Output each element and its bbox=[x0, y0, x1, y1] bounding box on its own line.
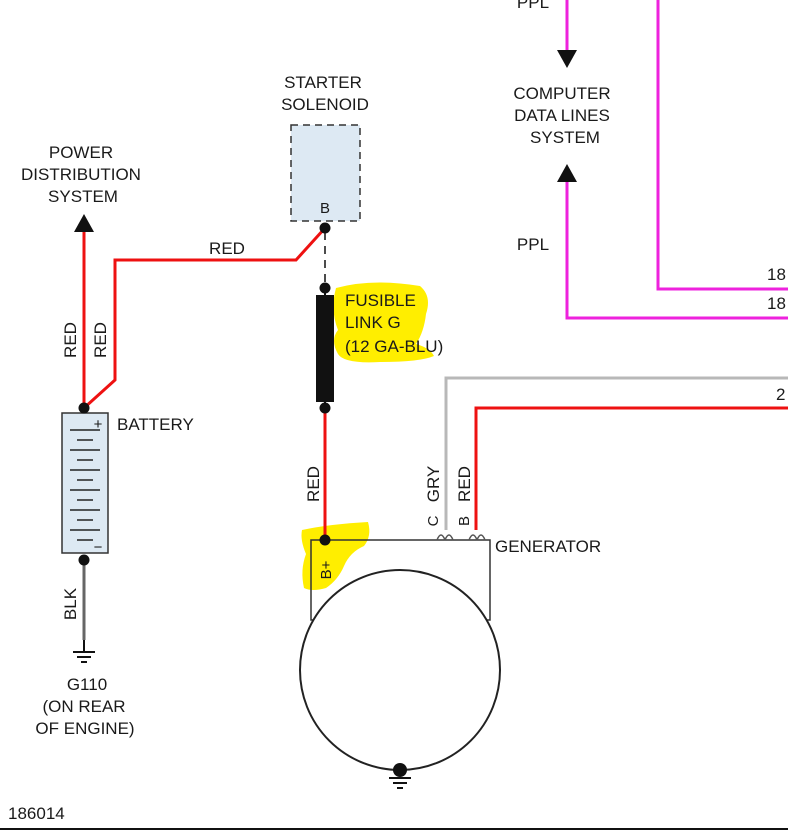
red-vert-1-label: RED bbox=[61, 322, 80, 358]
generator-ground-icon bbox=[389, 763, 411, 789]
red-to-generator-label: RED bbox=[304, 466, 323, 502]
wire-18-a-label: 18 bbox=[767, 265, 786, 284]
terminal-b-label: B bbox=[456, 516, 473, 526]
power-label-2: DISTRIBUTION bbox=[21, 165, 141, 184]
top-ppl-label: PPL bbox=[517, 0, 549, 12]
generator-symbol bbox=[299, 534, 501, 771]
ground-label-2: (ON REAR bbox=[42, 697, 125, 716]
power-label-3: SYSTEM bbox=[48, 187, 118, 206]
figure-id: 186014 bbox=[8, 804, 65, 823]
solenoid-b-dot bbox=[319, 222, 331, 234]
ground-label-3: OF ENGINE) bbox=[35, 719, 134, 738]
battery-label: BATTERY bbox=[117, 415, 194, 434]
red-wire-solenoid bbox=[82, 226, 327, 410]
arrow-up-icon bbox=[557, 164, 577, 182]
ppl-wire-lower bbox=[565, 180, 788, 320]
ppl-wire-right-a bbox=[656, 0, 788, 291]
terminal-dots bbox=[78, 222, 331, 566]
generator-bplus-dot bbox=[319, 534, 331, 546]
computer-label-1: COMPUTER bbox=[513, 84, 610, 103]
red-vert-2-label: RED bbox=[91, 322, 110, 358]
fusible-link-highlight bbox=[333, 282, 434, 363]
b-plus-highlight bbox=[301, 522, 370, 590]
terminal-c-label: C bbox=[425, 515, 442, 526]
red-horizontal-label: RED bbox=[209, 239, 245, 258]
battery-symbol bbox=[61, 412, 109, 554]
fusible-label-1: FUSIBLE bbox=[345, 291, 416, 310]
ground-icon bbox=[73, 640, 95, 663]
starter-solenoid-box bbox=[290, 124, 361, 222]
battery-plus-label: + bbox=[94, 416, 103, 433]
battery-minus-label: − bbox=[94, 539, 103, 556]
ppl-wires bbox=[565, 0, 788, 320]
fusible-label-3: (12 GA-BLU) bbox=[345, 337, 443, 356]
ppl-lower-label: PPL bbox=[517, 235, 549, 254]
terminal-bplus-label: B+ bbox=[318, 560, 335, 579]
wire-18-b-label: 18 bbox=[767, 294, 786, 313]
ground-label-1: G110 bbox=[67, 675, 107, 694]
red-generator-label: RED bbox=[455, 466, 474, 502]
power-label-1: POWER bbox=[49, 143, 113, 162]
solenoid-terminal-label: B bbox=[320, 200, 330, 217]
blk-label: BLK bbox=[61, 587, 80, 620]
fusible-top-dot bbox=[319, 282, 331, 294]
gry-label: GRY bbox=[424, 466, 443, 503]
battery-minus-dot bbox=[78, 554, 90, 566]
battery-plus-dot bbox=[78, 402, 90, 414]
starter-label-1: STARTER bbox=[284, 73, 362, 92]
fusible-label-2: LINK G bbox=[345, 313, 401, 332]
fusible-bottom-dot bbox=[319, 402, 331, 414]
arrow-down-icon bbox=[557, 50, 577, 68]
gry-wire bbox=[444, 376, 788, 530]
starter-label-2: SOLENOID bbox=[281, 95, 369, 114]
highlights bbox=[301, 282, 434, 590]
arrow-up-power-icon bbox=[74, 214, 94, 232]
wire-2-label: 2 bbox=[776, 385, 785, 404]
computer-label-3: SYSTEM bbox=[530, 128, 600, 147]
generator-label: GENERATOR bbox=[495, 537, 601, 556]
red-wire-generator-b bbox=[474, 406, 788, 530]
computer-label-2: DATA LINES bbox=[514, 106, 610, 125]
